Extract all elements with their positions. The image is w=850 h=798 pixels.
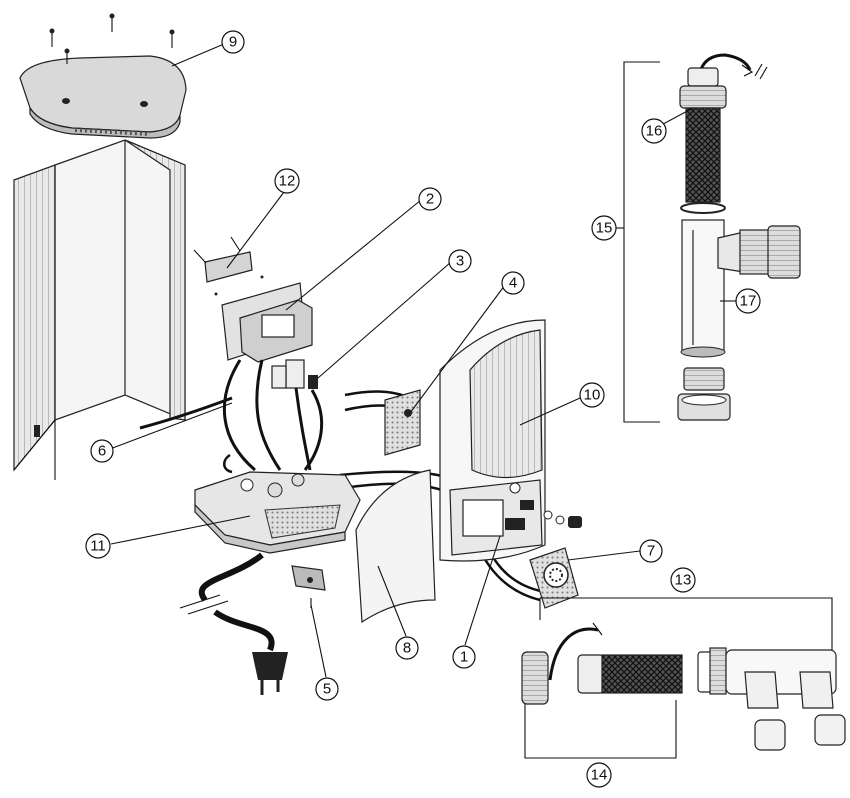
callout-3: 3 — [448, 249, 472, 273]
callout-9-label: 9 — [229, 34, 237, 51]
callout-3-label: 3 — [456, 253, 464, 270]
base-tray — [194, 471, 361, 554]
power-cord — [179, 552, 288, 695]
callout-17-label: 17 — [740, 293, 757, 310]
callout-7: 7 — [639, 539, 663, 563]
callout-13: 13 — [670, 567, 696, 593]
mounting-bracket — [193, 236, 264, 296]
callout-10-label: 10 — [584, 387, 601, 404]
callout-4: 4 — [501, 271, 525, 295]
callout-13-label: 13 — [675, 572, 692, 589]
callout-10: 10 — [579, 382, 605, 408]
wire-terminal — [308, 375, 318, 389]
callout-16: 16 — [641, 118, 667, 144]
cable-clamp — [291, 565, 326, 608]
transformer — [221, 282, 313, 389]
vertical-cell-assembly — [623, 53, 801, 423]
callout-16-label: 16 — [646, 123, 663, 140]
callout-5: 5 — [315, 677, 339, 701]
callout-8: 8 — [395, 636, 419, 660]
callout-14-label: 14 — [591, 767, 608, 784]
timer-module — [529, 547, 579, 609]
callout-7-label: 7 — [647, 543, 655, 560]
top-cover — [19, 55, 187, 139]
leader-lines — [109, 43, 736, 678]
callout-11-label: 11 — [90, 538, 106, 555]
callout-2-label: 2 — [426, 191, 434, 208]
callout-4-label: 4 — [509, 275, 517, 292]
callout-5-label: 5 — [323, 681, 331, 698]
callout-15: 15 — [591, 215, 617, 241]
knob-and-washer — [543, 510, 582, 528]
curved-cover-sheet — [355, 469, 436, 624]
callout-12-label: 12 — [279, 173, 296, 190]
callout-17: 17 — [735, 288, 761, 314]
front-housing — [439, 319, 546, 562]
callout-6-label: 6 — [98, 443, 106, 460]
callout-14: 14 — [586, 762, 612, 788]
callout-1: 1 — [452, 645, 476, 669]
heat-sink-housing — [13, 139, 186, 480]
connector-panel — [384, 389, 421, 456]
cover-screws — [49, 13, 175, 64]
callout-6: 6 — [90, 439, 114, 463]
horizontal-cell-assembly — [521, 597, 846, 759]
callout-11: 11 — [85, 533, 111, 559]
callout-12: 12 — [274, 168, 300, 194]
callout-8-label: 8 — [403, 640, 411, 657]
callout-15-label: 15 — [596, 220, 613, 237]
callout-1-label: 1 — [460, 649, 468, 666]
callout-2: 2 — [418, 187, 442, 211]
callout-9: 9 — [221, 30, 245, 54]
